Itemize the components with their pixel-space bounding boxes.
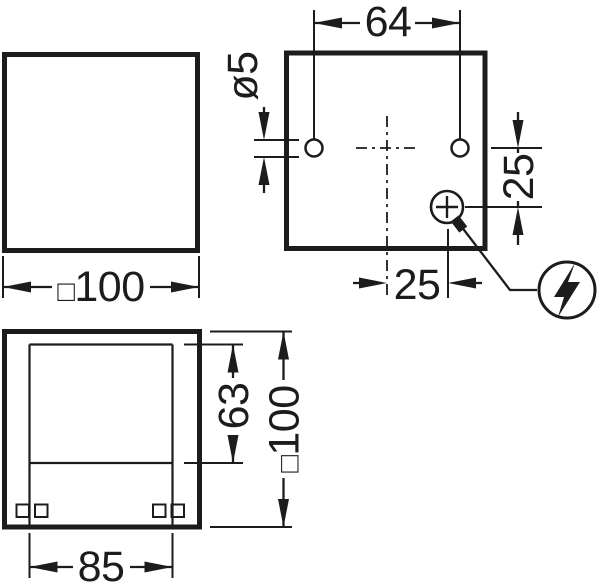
overall-height-value: 100 (261, 385, 309, 455)
arrow-left-icon (29, 561, 58, 573)
arrow-right-icon (432, 17, 460, 29)
hole-spacing-dimension: 64 (313, 0, 461, 139)
arrow-down-icon (258, 112, 270, 140)
bolt-glyph (554, 263, 580, 317)
arrow-up-icon (278, 331, 289, 360)
cable-entry-horizontal-dimension: 25 (353, 229, 482, 309)
rear-view-outline (284, 50, 488, 251)
bottom-view-outline (2, 329, 202, 530)
cable-entry (429, 189, 465, 225)
leader-line (460, 225, 537, 292)
symbol-circle (537, 260, 597, 320)
front-width-dimension: □100 (2, 256, 200, 311)
cable-entry-vertical-label: 25 (495, 154, 543, 201)
mounting-hole-left (304, 138, 324, 158)
foot-spacing-dimension: 85 (28, 533, 174, 584)
arrow-down-icon (227, 435, 239, 463)
hole-diameter-dimension: ø5 (219, 51, 299, 193)
front-width-label: □100 (57, 263, 144, 311)
electrical-connection-callout (450, 215, 597, 320)
arrow-right-icon (144, 561, 173, 573)
arrow-left-icon (314, 17, 342, 29)
arrow-right-icon (359, 277, 387, 289)
arrow-down-icon (278, 499, 289, 527)
mounting-foot (170, 503, 185, 518)
square-symbol: □ (274, 455, 306, 473)
cable-entry-circle (429, 189, 465, 225)
front-view-outline (2, 52, 200, 253)
bottom-view: 63 □100 85 (2, 329, 309, 584)
front-view: □100 (2, 52, 200, 311)
square-symbol: □ (57, 276, 75, 308)
overall-height-label: □100 (261, 385, 309, 472)
arrow-left-icon (448, 277, 476, 289)
arrow-down-icon (512, 120, 524, 148)
cable-entry-horizontal-label: 25 (394, 261, 441, 309)
hole-spacing-label: 64 (365, 0, 412, 46)
arrow-up-icon (227, 344, 239, 373)
front-width-value: 100 (74, 263, 144, 311)
arrow-left-icon (3, 281, 31, 293)
arrow-up-icon (512, 207, 524, 235)
inner-housing (15, 343, 185, 525)
panel-depth-dimension: 63 (184, 343, 258, 464)
mounting-foot (15, 503, 30, 518)
mounting-foot (34, 503, 49, 518)
plus-in-circle-icon (436, 196, 458, 218)
cable-entry-vertical-dimension: 25 (465, 112, 543, 245)
overall-height-dimension: □100 (210, 330, 309, 528)
panel-depth-label: 63 (210, 383, 258, 430)
rear-mounting-view: 64 ø5 25 (219, 0, 597, 320)
hole-diameter-label: ø5 (219, 51, 267, 100)
mounting-hole-right (450, 138, 470, 158)
arrow-up-icon (258, 157, 270, 185)
foot-spacing-label: 85 (78, 543, 125, 584)
arrow-right-icon (171, 281, 199, 293)
lightning-bolt-icon (537, 260, 597, 320)
mounting-foot (152, 503, 167, 518)
